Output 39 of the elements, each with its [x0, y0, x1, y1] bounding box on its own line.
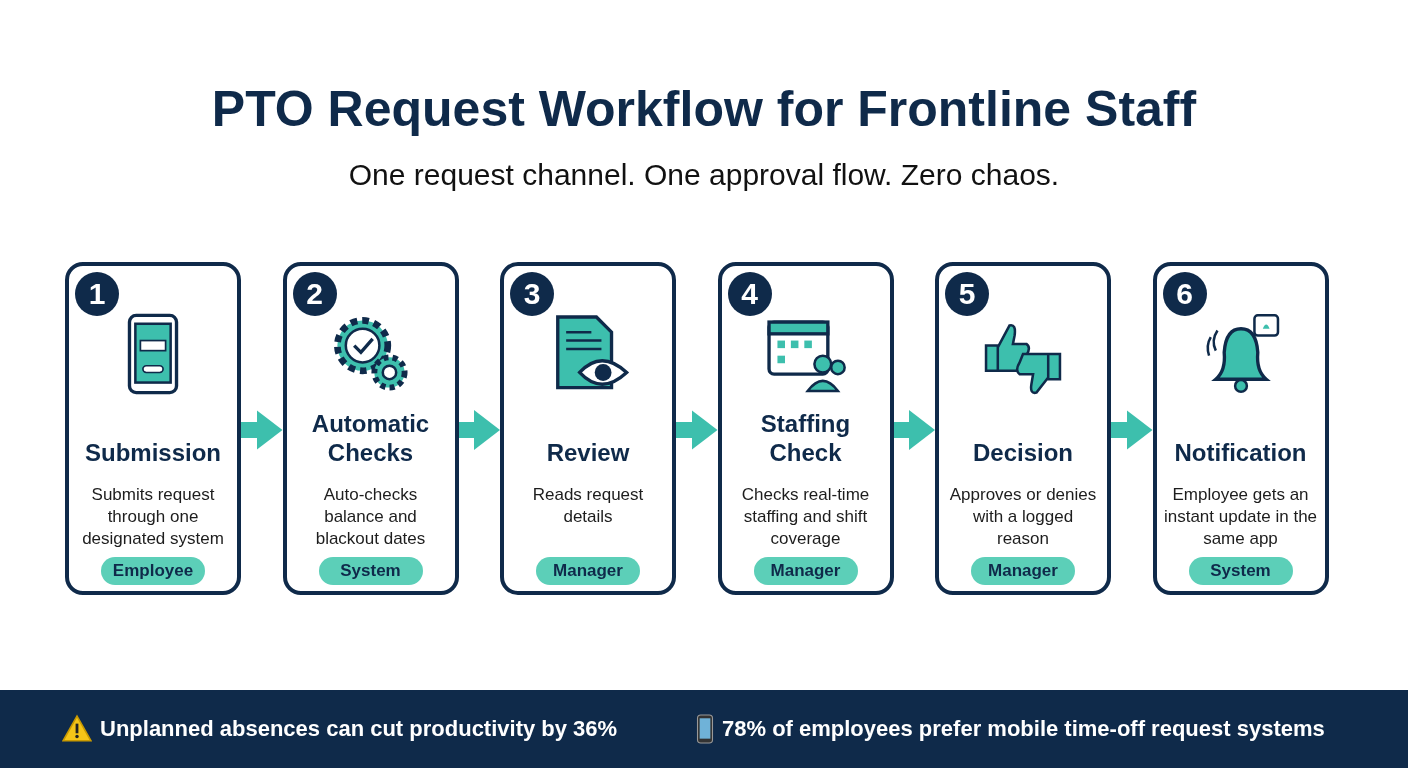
step-number-badge: 4: [727, 272, 772, 316]
step-heading: Notification: [1173, 438, 1308, 467]
step-number-badge: 2: [292, 272, 337, 316]
step-heading: Decision: [972, 438, 1074, 467]
subtitle: One request channel. One approval flow. Zero chaos.: [347, 158, 1061, 192]
arrow: [241, 410, 283, 450]
step-number-badge: 5: [945, 272, 989, 316]
step-number-badge: 6: [1162, 272, 1207, 316]
step-card: [717, 262, 894, 595]
role-tag: Employee: [101, 557, 205, 585]
step-heading: Staffing Check: [759, 409, 852, 467]
step-card: [282, 262, 459, 595]
role-tag: System: [1188, 557, 1293, 585]
title: PTO Request Workflow for Frontline Staff: [210, 80, 1198, 138]
step-heading: Submission: [84, 438, 222, 467]
role-tag: System: [318, 557, 423, 585]
step-heading: Automatic Checks: [310, 409, 431, 467]
footer-note: Unplanned absences can cut productivity by 36%: [100, 716, 618, 742]
role-tag: Manager: [971, 557, 1075, 585]
step-description: Auto-checks balance and blackout dates: [314, 484, 427, 550]
step-card: [500, 262, 676, 595]
step-description: Employee gets an instant update in the same app: [1162, 484, 1319, 550]
step-card: [935, 262, 1111, 595]
arrow: [676, 410, 718, 450]
step-description: Submits request through one designated system: [81, 484, 225, 550]
step-number-badge: 3: [510, 272, 554, 316]
arrow: [1111, 410, 1153, 450]
step-description: Approves or denies with a logged reason: [948, 484, 1098, 550]
arrow: [458, 410, 500, 450]
step-description: Reads request details: [531, 484, 645, 528]
step-card: [1152, 262, 1329, 595]
role-tag: Manager: [753, 557, 858, 585]
arrow: [893, 410, 935, 450]
step-heading: Review: [545, 438, 631, 467]
step-description: Checks real-time staffing and shift coverage: [740, 484, 871, 550]
step-number-badge: 1: [75, 272, 119, 316]
footer-note: 78% of employees prefer mobile time-off request systems: [722, 716, 1325, 742]
role-tag: Manager: [536, 557, 640, 585]
step-card: [65, 262, 241, 595]
